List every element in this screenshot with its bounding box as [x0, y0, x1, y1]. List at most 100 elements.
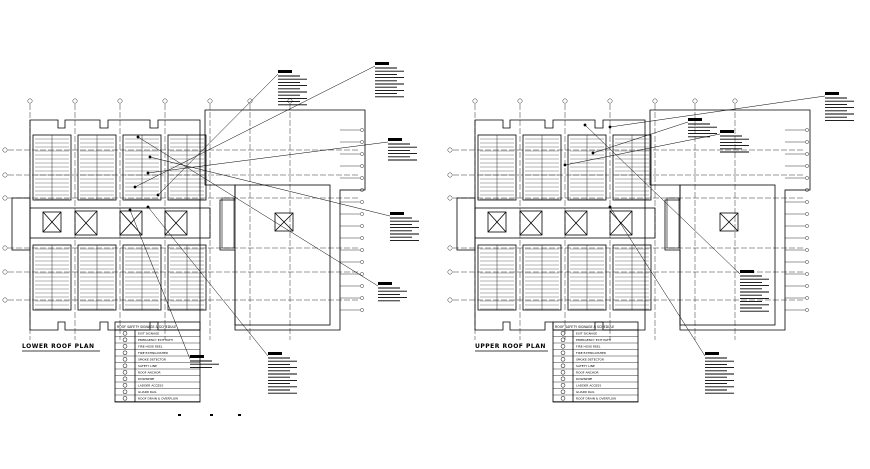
room-block: [612, 134, 652, 201]
grid-bubble: [805, 224, 809, 228]
bottom-marks: [178, 414, 241, 416]
legend-symbol-icon: [560, 344, 566, 349]
annotation-note: [378, 282, 407, 302]
legend-row: SMOKE DETECTOR: [553, 357, 638, 363]
grid-bubble: [360, 140, 364, 144]
upper-grid-lines: [447, 98, 809, 340]
legend-row-label: FIRE HOSE REEL: [138, 345, 163, 349]
leader-dot: [608, 125, 612, 129]
grid-bubble: [360, 200, 364, 204]
room-block: [122, 134, 162, 201]
leader-line: [129, 209, 191, 360]
grid-bubble: [607, 98, 613, 104]
legend-row-label: SMOKE DETECTOR: [138, 358, 166, 362]
grid-bubble: [447, 245, 453, 251]
room-block: [77, 244, 117, 311]
leader-line: [609, 206, 706, 357]
lower-note-blocks: [190, 62, 419, 394]
upper-core-shaft: [719, 212, 739, 232]
lower-legend-title: ROOF SAFETY SIGNAGE & SCHEDULE: [117, 325, 176, 329]
leader-dot: [146, 171, 150, 175]
grid-bubble: [805, 128, 809, 132]
lower-annotation-leaders: [128, 65, 391, 360]
grid-bubble: [2, 172, 8, 178]
legend-row: EMERGENCY EXIT PATH: [115, 337, 200, 344]
corridor-shaft: [164, 210, 188, 236]
grid-bubble: [805, 164, 809, 168]
lower-stair: [221, 197, 235, 249]
leader-dot: [583, 123, 587, 127]
legend-symbol-icon: [560, 337, 566, 343]
lower-entry-stub: [11, 197, 31, 251]
grid-bubble: [805, 236, 809, 240]
legend-symbol-icon: [560, 389, 566, 395]
room-block: [612, 244, 652, 311]
upper-plan-title: UPPER ROOF PLAN: [475, 343, 546, 350]
legend-row: GUARD RAIL: [115, 389, 200, 396]
legend-row: FIRE EXTINGUISHER: [553, 350, 638, 357]
room-block: [77, 134, 117, 201]
corridor-shaft: [519, 210, 543, 236]
grid-bubble: [805, 260, 809, 264]
legend-row-label: FIRE EXTINGUISHER: [576, 351, 606, 355]
lower-corridor-shafts: [42, 210, 188, 236]
grid-bubble: [2, 245, 8, 251]
room-block: [567, 244, 607, 311]
legend-row-label: DOWNPIPE: [576, 377, 592, 381]
legend-row: FIRE HOSE REEL: [115, 344, 200, 350]
legend-row: SMOKE DETECTOR: [115, 357, 200, 363]
grid-bubble: [117, 98, 123, 104]
leader-dot: [133, 185, 137, 189]
room-block: [32, 134, 72, 201]
legend-symbol-icon: [122, 389, 128, 395]
upper-note-blocks: [688, 92, 854, 394]
legend-symbol-icon: [122, 337, 128, 343]
grid-bubble: [2, 147, 8, 153]
legend-row: LADDER ACCESS: [115, 383, 200, 389]
legend-symbol-icon: [122, 350, 128, 356]
legend-row-label: GUARD RAIL: [138, 390, 157, 394]
leader-dot: [591, 151, 595, 155]
legend-row: EXIT SIGNAGE: [115, 331, 200, 337]
lower-grid-lines: [2, 98, 364, 340]
legend-symbol-icon: [122, 363, 128, 369]
legend-symbol-icon: [560, 331, 566, 336]
grid-bubble: [447, 172, 453, 178]
grid-bubble: [247, 98, 253, 104]
grid-bubble: [805, 308, 809, 312]
leader-dot: [563, 163, 567, 167]
leader-line: [147, 141, 389, 174]
grid-bubble: [447, 297, 453, 303]
upper-legend-table: ROOF SAFETY SIGNAGE & SCHEDULE EXIT SIGN…: [552, 321, 639, 403]
lower-plan-title: LOWER ROOF PLAN: [22, 343, 95, 350]
upper-annotation-leaders: [563, 95, 826, 357]
legend-row: SAFETY LINE: [553, 363, 638, 370]
legend-row: DOWNPIPE: [115, 376, 200, 383]
grid-bubble: [472, 98, 478, 104]
legend-symbol-icon: [122, 383, 128, 388]
room-block: [522, 134, 562, 201]
legend-symbol-icon: [560, 350, 566, 356]
room-block: [477, 244, 517, 311]
legend-row: DOWNPIPE: [553, 376, 638, 383]
upper-wing-outline: [474, 119, 646, 331]
upper-roof-plan: UPPER ROOF PLAN ROOF SAFETY SIGNAGE & SC…: [447, 92, 854, 403]
corridor-shaft: [564, 210, 588, 236]
legend-row-label: ROOF DRAIN & OVERFLOW: [576, 397, 616, 401]
grid-bubble: [360, 248, 364, 252]
upper-legend-title: ROOF SAFETY SIGNAGE & SCHEDULE: [555, 325, 614, 329]
legend-row-label: FIRE EXTINGUISHER: [138, 351, 168, 355]
grid-bubble: [72, 98, 78, 104]
lower-roof-plan: LOWER ROOF PLAN ROOF SAFETY SIGNAGE & SC…: [2, 62, 419, 403]
leader-line: [147, 206, 269, 357]
lower-main-block: [204, 109, 366, 331]
legend-symbol-icon: [560, 383, 566, 388]
legend-row-label: DOWNPIPE: [138, 377, 154, 381]
leader-line: [584, 124, 741, 275]
legend-row: EXIT SIGNAGE: [553, 331, 638, 337]
grid-bubble: [805, 176, 809, 180]
upper-entry-stub: [456, 197, 476, 251]
leader-line: [564, 133, 721, 166]
legend-row-label: EMERGENCY EXIT PATH: [576, 338, 611, 342]
